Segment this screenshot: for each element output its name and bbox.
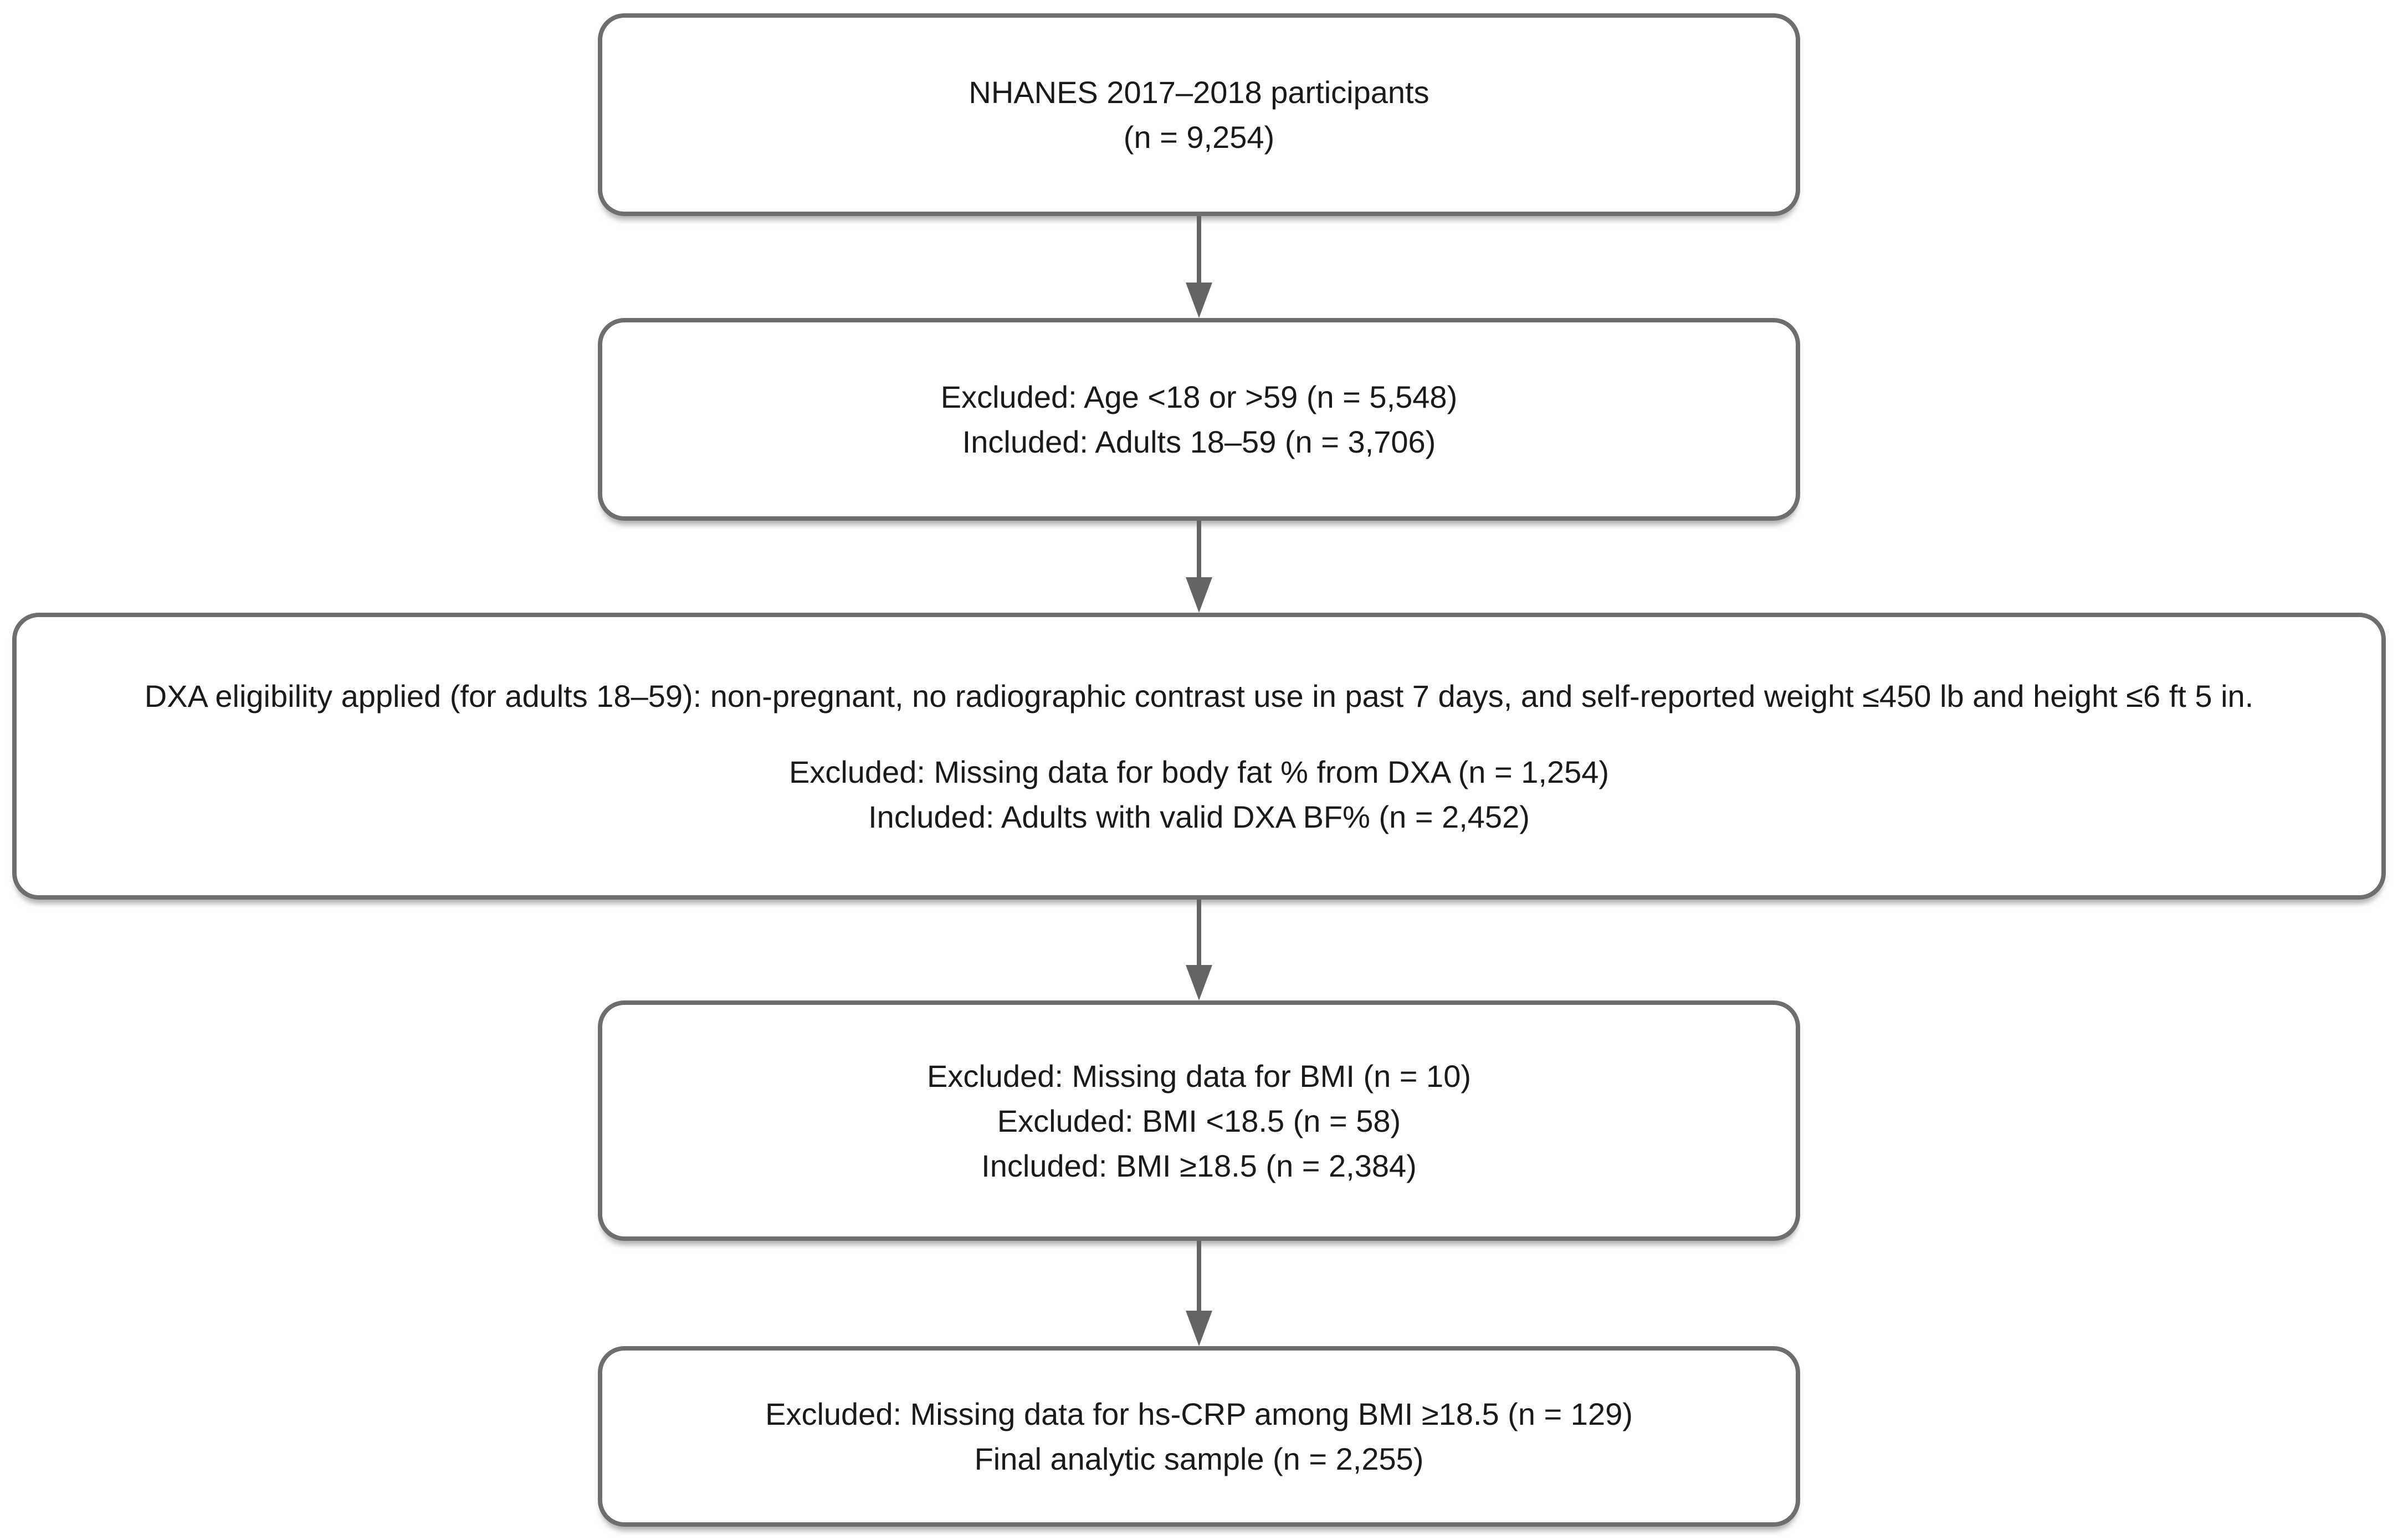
arrow-down-icon: [1186, 965, 1212, 1000]
box-text-line: Excluded: Missing data for body fat % fr…: [788, 754, 1610, 789]
box-text-line: Included: Adults with valid DXA BF% (n =…: [868, 799, 1530, 834]
box-text-line: Included: BMI ≥18.5 (n = 2,384): [981, 1148, 1417, 1183]
flow-arrow-1: [1186, 216, 1212, 318]
box-text-line: Excluded: BMI <18.5 (n = 58): [997, 1103, 1401, 1138]
flow-box-age-filter: Excluded: Age <18 or >59 (n = 5,548) Inc…: [598, 318, 1800, 521]
box-text-line: Excluded: Missing data for BMI (n = 10): [927, 1058, 1471, 1094]
box-text-line: Included: Adults 18–59 (n = 3,706): [962, 424, 1436, 459]
arrow-down-icon: [1186, 1311, 1212, 1346]
box-text-line: Excluded: Age <18 or >59 (n = 5,548): [940, 379, 1458, 414]
flow-box-bmi-filter: Excluded: Missing data for BMI (n = 10) …: [598, 1000, 1800, 1241]
flow-box-final-sample: Excluded: Missing data for hs-CRP among …: [598, 1346, 1800, 1527]
flow-arrow-3: [1186, 900, 1212, 1000]
flow-box-dxa-eligibility: DXA eligibility applied (for adults 18–5…: [12, 613, 2386, 900]
flow-arrow-4: [1186, 1241, 1212, 1346]
arrow-line: [1197, 521, 1201, 578]
arrow-down-icon: [1186, 577, 1212, 613]
arrow-line: [1197, 216, 1201, 284]
box-text-line: NHANES 2017–2018 participants: [969, 75, 1429, 110]
arrow-down-icon: [1186, 283, 1212, 318]
box-text-line: (n = 9,254): [1123, 120, 1275, 155]
flow-box-nhanes-participants: NHANES 2017–2018 participants (n = 9,254…: [598, 13, 1800, 216]
arrow-line: [1197, 1241, 1201, 1312]
box-text-line: DXA eligibility applied (for adults 18–5…: [144, 678, 2254, 713]
arrow-line: [1197, 900, 1201, 966]
box-text-line: Excluded: Missing data for hs-CRP among …: [765, 1397, 1633, 1431]
flow-arrow-2: [1186, 521, 1212, 613]
box-text-line: Final analytic sample (n = 2,255): [974, 1441, 1424, 1476]
